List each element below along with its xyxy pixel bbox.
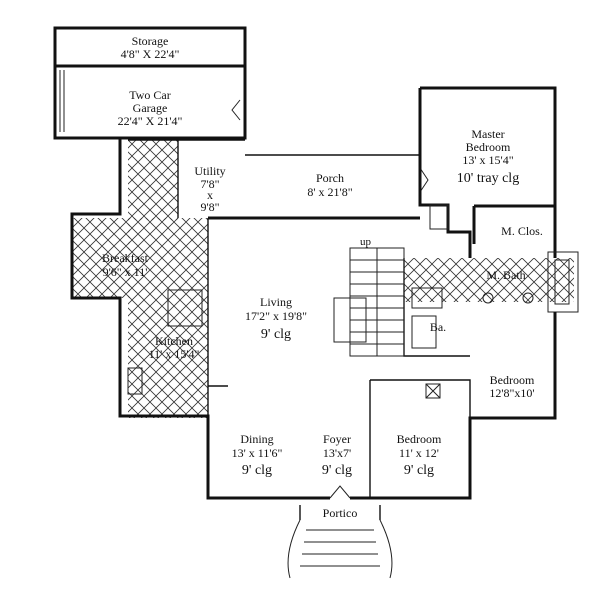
living-ceiling: 9' clg xyxy=(261,327,291,342)
foyer-ceiling: 9' clg xyxy=(322,463,352,478)
utility-dims-1: 7'8" xyxy=(200,177,219,191)
master-dims: 13' x 15'4" xyxy=(462,153,513,167)
master-ceiling: 10' tray clg xyxy=(457,171,519,186)
bedroom2-name: Bedroom xyxy=(490,373,535,387)
storage-name: Storage xyxy=(132,34,169,48)
master-name-2: Bedroom xyxy=(466,140,511,154)
porch-name: Porch xyxy=(316,171,344,185)
master-closet-name: M. Clos. xyxy=(501,224,543,238)
kitchen-dims: 11' x 15'4" xyxy=(149,347,200,361)
breakfast-dims: 9'6" x 11' xyxy=(103,265,148,279)
master-name-1: Master xyxy=(471,127,504,141)
garage-block xyxy=(53,26,247,140)
bath-name: Ba. xyxy=(430,320,446,334)
garage-name-1: Two Car xyxy=(129,88,170,102)
foyer-name: Foyer xyxy=(323,432,351,446)
dining-ceiling: 9' clg xyxy=(242,463,272,478)
garage-name-2: Garage xyxy=(133,101,168,115)
utility-dims-2: x xyxy=(207,188,213,202)
dining-name: Dining xyxy=(240,432,273,446)
master-bath-name: M. Bath xyxy=(486,268,525,282)
garage-dims: 22'4" X 21'4" xyxy=(118,114,183,128)
storage-dims: 4'8" X 22'4" xyxy=(121,47,180,61)
living-dims: 17'2" x 19'8" xyxy=(245,309,307,323)
utility-name: Utility xyxy=(194,164,225,178)
staircase xyxy=(333,247,405,357)
utility-dims-3: 9'8" xyxy=(200,200,219,214)
master-suite xyxy=(418,86,579,313)
foyer-dims: 13'x7' xyxy=(323,446,351,460)
living-name: Living xyxy=(260,295,292,309)
breakfast-name: Breakfast xyxy=(102,251,149,265)
bedroom3-ceiling: 9' clg xyxy=(404,463,434,478)
kitchen-name: Kitchen xyxy=(155,334,193,348)
bedroom3-name: Bedroom xyxy=(397,432,442,446)
porch-dims: 8' x 21'8" xyxy=(307,185,352,199)
bedroom2-dims: 12'8"x10' xyxy=(489,386,534,400)
portico-name: Portico xyxy=(323,506,358,520)
dining-dims: 13' x 11'6" xyxy=(232,446,283,460)
kitchen-fixtures xyxy=(127,289,203,395)
tile-floor xyxy=(72,140,574,418)
stairs-up-label: up xyxy=(360,236,372,248)
bedroom3-dims: 11' x 12' xyxy=(399,446,439,460)
portico-steps xyxy=(287,485,393,579)
